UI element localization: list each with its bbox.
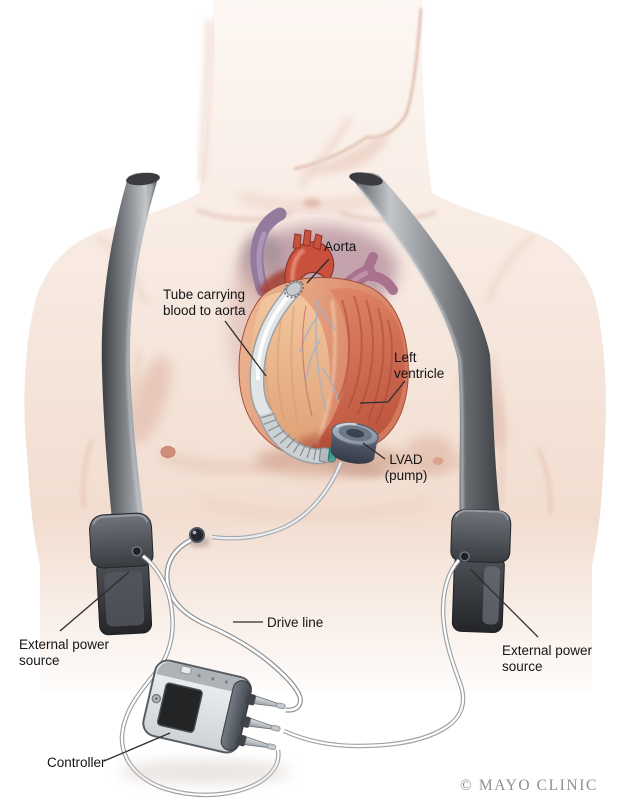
left-battery [89,512,154,636]
driveline-exit-site [188,527,210,547]
label-aorta: Aorta [324,239,357,254]
label-left-ventricle: Left ventricle [394,350,445,381]
label-controller: Controller [47,755,106,770]
controller-connectors [235,693,286,751]
leader-left-ventricle [359,380,406,404]
right-battery-connector [459,551,470,562]
cables [119,537,466,798]
corrugated-tube [258,411,326,465]
label-tube: Tube carrying blood to aorta [163,287,246,318]
right-battery-cable [283,558,466,749]
right-strap [349,172,503,540]
leader-power-right [469,568,539,638]
leader-tube [224,320,267,377]
left-battery-connector [131,545,143,557]
leader-controller [103,732,171,762]
outflow-tube [249,279,338,465]
leader-aorta [306,258,330,284]
left-strap [101,172,160,540]
right-battery [450,508,512,633]
left-ventricle-lobe [310,288,405,452]
controller-screen [156,682,203,733]
leader-lvad [362,442,386,460]
copyright-credit: © MAYO CLINIC [460,777,598,794]
leader-lines [59,258,539,762]
controller-device [120,659,290,785]
internal-drive-line [211,461,344,541]
right-nipple [432,457,444,465]
leader-power-left [59,571,130,632]
lvad-pump [325,422,385,478]
drive-line-cable [164,537,303,713]
left-battery-cable [119,554,281,798]
label-external-power-right: External power source [502,643,593,674]
label-external-power-left: External power source [19,637,110,668]
label-lvad: LVAD (pump) [384,452,428,483]
heart [238,277,409,460]
label-drive-line: Drive line [267,615,324,630]
left-nipple [160,446,176,458]
